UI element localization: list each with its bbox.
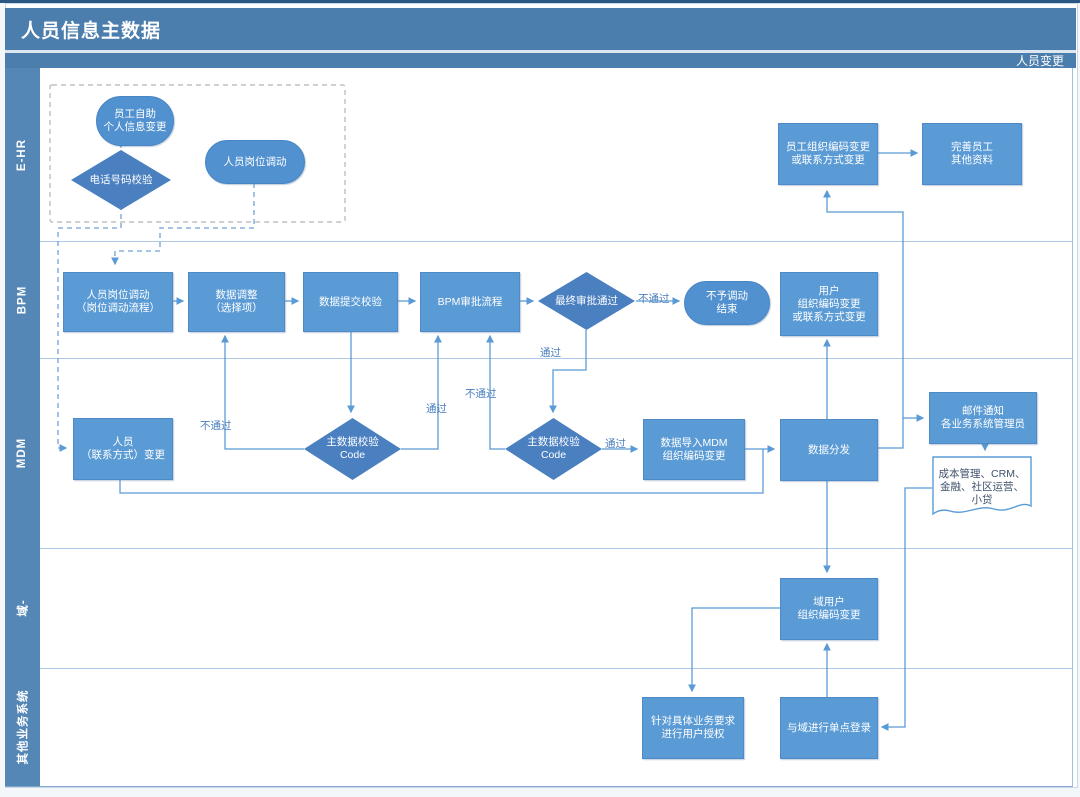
- node-mdm-master-check-1: 主数据校验 Code: [304, 418, 401, 480]
- node-text: 人员岗位调动: [223, 155, 287, 168]
- diagram-title: 人员信息主数据: [21, 20, 162, 42]
- node-ehr-phone-check: 电话号码校验: [71, 150, 171, 210]
- node-ehr-org-code-change: 员工组织编码变更 或联系方式变更: [778, 123, 878, 185]
- node-bpm-submit-check: 数据提交校验: [303, 272, 398, 332]
- lane-label-text: 域-: [17, 599, 30, 617]
- lane-label-text: E-HR: [16, 138, 29, 171]
- lane-label-domain: 域-: [5, 548, 40, 669]
- lane-label-text: MDM: [16, 437, 29, 469]
- edge-label-check2-pass: 通过: [605, 438, 626, 450]
- node-text: 主数据校验: [326, 436, 379, 448]
- node-text: 其他资料: [951, 154, 993, 166]
- edge-label-check1-fail: 不通过: [200, 420, 232, 432]
- node-mdm-target-systems: 成本管理、CRM、 金融、社区运营、 小贷: [932, 456, 1032, 518]
- node-bpm-job-transfer-flow: 人员岗位调动 （岗位调动流程）: [63, 272, 173, 332]
- node-ehr-complete-profile: 完善员工 其他资料: [922, 123, 1022, 185]
- node-other-user-auth: 针对具体业务要求 进行用户授权: [642, 697, 744, 759]
- node-text: 主数据校验: [527, 436, 580, 448]
- node-text: 组织编码变更: [797, 297, 861, 310]
- node-text: Code: [339, 449, 366, 461]
- node-text: 或联系方式变更: [791, 154, 865, 166]
- document-shape: [932, 456, 1032, 516]
- lane-label-mdm: MDM: [5, 358, 40, 549]
- lane-divider: [40, 668, 1072, 669]
- node-text: 不予调动: [706, 290, 748, 302]
- lane-label-other-systems: 其他业务系统: [5, 668, 40, 787]
- node-text: BPM审批流程: [437, 295, 503, 308]
- node-text: 员工组织编码变更: [786, 141, 870, 153]
- node-text: 用户: [818, 284, 840, 297]
- title-divider: [5, 50, 1076, 53]
- node-text: 数据提交校验: [319, 295, 382, 308]
- node-bpm-approval-flow: BPM审批流程: [420, 272, 520, 332]
- node-text: 员工自助: [114, 108, 156, 120]
- edge-label-final-pass: 通过: [540, 347, 561, 359]
- node-ehr-job-transfer: 人员岗位调动: [205, 140, 305, 184]
- lane-label-text: BPM: [16, 285, 29, 314]
- node-text: 域用户: [813, 596, 845, 608]
- node-text: 组织编码变更: [797, 609, 861, 621]
- node-bpm-user-org-change: 用户 组织编码变更 或联系方式变更: [780, 272, 878, 336]
- node-text: 电话号码校验: [89, 173, 153, 186]
- node-text: 人员: [112, 436, 134, 448]
- node-text: 数据导入MDM: [660, 436, 728, 449]
- node-text: 组织编码变更: [662, 449, 726, 462]
- node-bpm-data-adjust: 数据调整 （选择项）: [188, 272, 285, 332]
- edge-label-final-fail: 不通过: [638, 293, 670, 305]
- lane-divider: [40, 241, 1072, 242]
- node-mdm-import-org-change: 数据导入MDM 组织编码变更: [643, 419, 745, 480]
- node-text: 或联系方式变更: [792, 310, 866, 323]
- node-text: （岗位调动流程）: [76, 302, 160, 314]
- node-text: Code: [540, 449, 567, 461]
- node-text: 邮件通知: [962, 405, 1004, 417]
- node-bpm-final-approval: 最终审批通过: [538, 272, 635, 330]
- node-text: 完善员工: [951, 141, 993, 153]
- node-text: 个人信息变更: [103, 121, 167, 133]
- lane-label-bpm: BPM: [5, 241, 40, 359]
- node-domain-user-org-change: 域用户 组织编码变更: [780, 578, 878, 640]
- node-text: 针对具体业务要求: [651, 715, 735, 727]
- node-text: 数据分发: [808, 443, 850, 456]
- corner-label: 人员变更: [1015, 54, 1064, 68]
- node-text: 最终审批通过: [555, 294, 618, 307]
- node-text: （选择项）: [210, 302, 263, 314]
- diagram-title-bar: 人员信息主数据: [5, 8, 1076, 50]
- node-text: 金融、社区运营、: [940, 480, 1024, 493]
- node-mdm-email-notify: 邮件通知 各业务系统管理员: [929, 392, 1037, 444]
- lane-label-ehr: E-HR: [5, 68, 40, 242]
- node-text: 数据调整: [215, 289, 258, 301]
- lane-label-text: 其他业务系统: [17, 689, 30, 765]
- node-mdm-master-check-2: 主数据校验 Code: [505, 418, 602, 480]
- window-top-strip: [0, 0, 1080, 3]
- diagram-sub-bar: 人员变更: [5, 53, 1076, 68]
- node-mdm-person-contact-change: 人员 （联系方式）变更: [73, 418, 173, 480]
- node-text: 成本管理、CRM、: [938, 467, 1026, 480]
- node-text: 小贷: [971, 493, 993, 506]
- node-text: 各业务系统管理员: [941, 418, 1025, 430]
- edge-label-check1-pass: 通过: [426, 403, 447, 415]
- lane-divider: [40, 548, 1072, 549]
- node-mdm-distribute: 数据分发: [780, 419, 878, 481]
- node-text: 人员岗位调动: [86, 289, 150, 301]
- node-bpm-no-transfer-end: 不予调动 结束: [684, 281, 770, 325]
- node-text: 结束: [716, 303, 738, 315]
- edge-label-check2-fail: 不通过: [465, 388, 497, 400]
- node-text: 与域进行单点登录: [787, 721, 871, 734]
- node-other-domain-sso: 与域进行单点登录: [780, 697, 878, 759]
- node-ehr-self-service: 员工自助 个人信息变更: [96, 96, 174, 146]
- node-text: 进行用户授权: [661, 728, 725, 740]
- node-text: （联系方式）变更: [81, 449, 165, 461]
